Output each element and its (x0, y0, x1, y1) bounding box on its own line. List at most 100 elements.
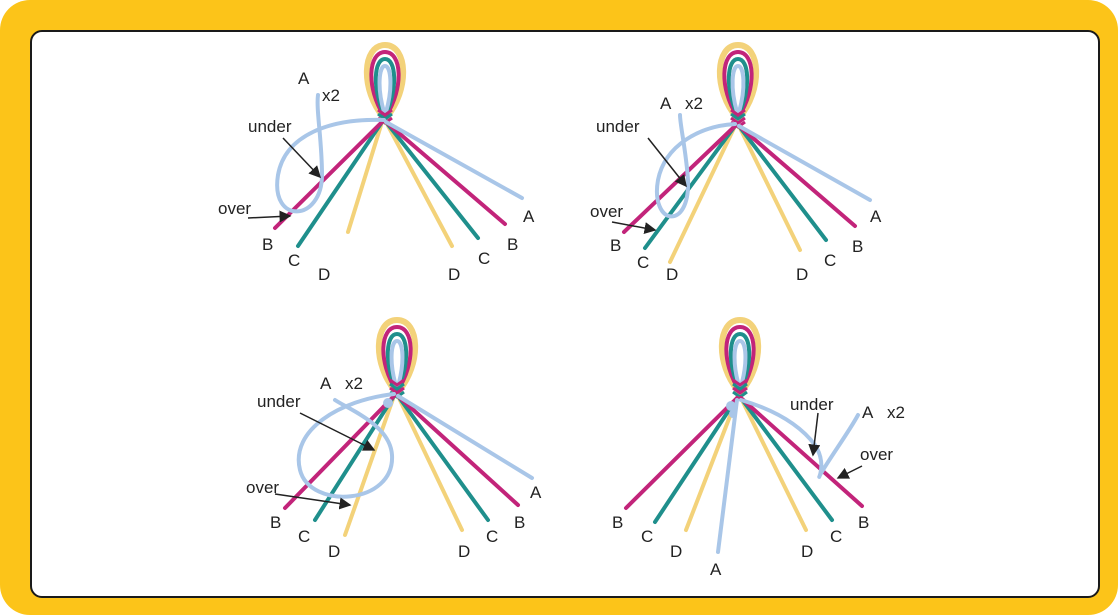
label-b-right: B (852, 237, 863, 256)
strand-c-right (737, 124, 828, 242)
strand-c-left (313, 394, 396, 522)
under-arrow (282, 137, 322, 179)
step-3: A x2 under over B C D D C B A (246, 316, 542, 561)
strand-a-working (296, 392, 396, 499)
label-b-right: B (858, 513, 869, 532)
strand-d-left (346, 120, 384, 234)
label-a-top: A (660, 94, 672, 113)
strand-d-left (668, 124, 737, 264)
arrows (611, 137, 687, 234)
label-d-left: D (666, 265, 678, 284)
strand-d-right (384, 120, 454, 248)
arrows (274, 412, 376, 510)
label-d-left: D (328, 542, 340, 561)
strand-b-right (384, 120, 507, 226)
label-b-left: B (610, 236, 621, 255)
strands (273, 93, 524, 248)
arrows (247, 137, 322, 223)
strand-b-left (283, 394, 396, 510)
folded-loop (375, 316, 419, 395)
strand-b-right (396, 394, 520, 507)
strand-a-right (396, 394, 534, 480)
label-d-right: D (801, 542, 813, 561)
strand-b-right (737, 124, 857, 228)
step-1: A x2 under over B C D D C B A (218, 41, 535, 284)
label-a-bottom: A (710, 560, 722, 579)
note-over: over (218, 199, 251, 218)
over-arrow (274, 493, 352, 510)
label-b-left: B (262, 235, 273, 254)
strands (283, 392, 534, 537)
strand-c-left (296, 120, 384, 248)
label-x2: x2 (322, 86, 340, 105)
label-d-left: D (318, 265, 330, 284)
label-c-right: C (486, 527, 498, 546)
label-b-right: B (514, 513, 525, 532)
label-d-right: D (448, 265, 460, 284)
strand-a-right (737, 124, 872, 202)
under-arrow (299, 412, 376, 451)
note-over: over (246, 478, 279, 497)
step-4: A x2 under over B C D A D C B (612, 316, 905, 579)
strand-b-right (739, 396, 864, 508)
strand-d-left (343, 394, 396, 537)
label-c-left: C (641, 527, 653, 546)
under-arrow (647, 137, 687, 188)
strand-a-working (654, 113, 737, 219)
label-a-right: A (523, 207, 535, 226)
label-b-right: B (507, 235, 518, 254)
label-c-left: C (298, 527, 310, 546)
strand-a-working (275, 93, 386, 214)
label-d-right: D (796, 265, 808, 284)
strand-d-right (737, 124, 802, 252)
strand-a-working (739, 398, 860, 479)
strands (624, 396, 864, 554)
strand-c-right (384, 120, 480, 240)
strand-d-left (684, 396, 739, 532)
arrows (808, 412, 863, 479)
label-x2: x2 (887, 403, 905, 422)
strand-b-left (624, 396, 739, 510)
label-a-top: A (298, 69, 310, 88)
label-a-right: A (870, 207, 882, 226)
label-c-right: C (478, 249, 490, 268)
folded-loop (718, 316, 762, 395)
strand-c-right (396, 394, 490, 522)
strand-a-right (384, 120, 524, 200)
note-under: under (248, 117, 292, 136)
label-c-left: C (637, 253, 649, 272)
strands (622, 113, 872, 264)
diagram-panel (30, 30, 1100, 598)
label-c-right: C (824, 251, 836, 270)
strand-c-right (739, 396, 834, 522)
label-x2: x2 (345, 374, 363, 393)
over-arrow (836, 465, 863, 479)
strand-a-bottom (716, 398, 739, 554)
label-c-right: C (830, 527, 842, 546)
label-c-left: C (288, 251, 300, 270)
strand-d-right (396, 394, 464, 532)
over-arrow (611, 221, 657, 234)
strand-c-left (653, 396, 739, 524)
note-over: over (590, 202, 623, 221)
a-knot-bump (726, 401, 736, 411)
note-under: under (257, 392, 301, 411)
over-arrow (247, 210, 292, 223)
a-knot-bump-2 (729, 410, 737, 418)
note-over: over (860, 445, 893, 464)
label-a-top: A (320, 374, 332, 393)
label-a-top: A (862, 403, 874, 422)
label-a-right: A (530, 483, 542, 502)
label-d-left: D (670, 542, 682, 561)
label-x2: x2 (685, 94, 703, 113)
label-b-left: B (612, 513, 623, 532)
under-arrow (808, 412, 821, 457)
note-under: under (790, 395, 834, 414)
folded-loop (716, 41, 760, 121)
step-2: A x2 under over B C D D C B A (590, 41, 882, 284)
label-b-left: B (270, 513, 281, 532)
label-d-right: D (458, 542, 470, 561)
strand-d-right (739, 396, 808, 532)
folded-loop (363, 41, 407, 121)
